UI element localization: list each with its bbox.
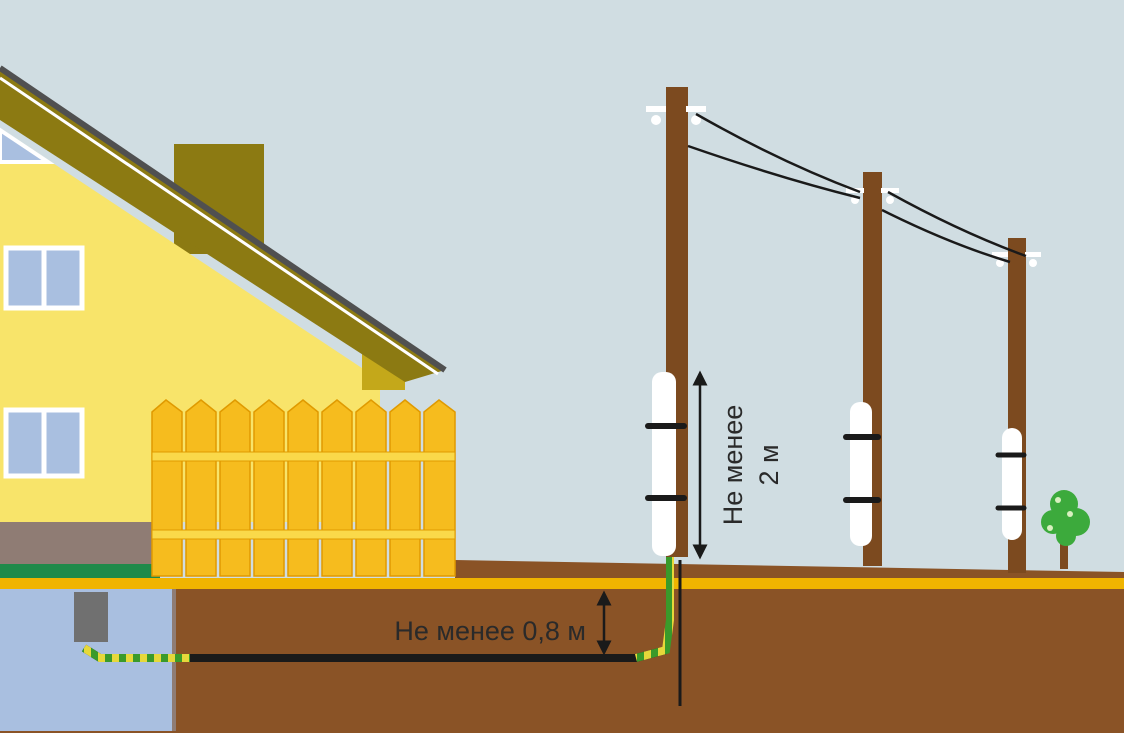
tree-icon — [1041, 490, 1090, 569]
overhead-wires — [687, 112, 1027, 264]
pole-height-label-line1: Не менее — [718, 405, 748, 526]
ground-line — [0, 578, 1124, 589]
trench-depth-label: Не менее 0,8 м — [394, 616, 586, 646]
pole-height-label-line2: 2 м — [754, 444, 784, 485]
blind-area — [0, 564, 160, 578]
pole-1-protective-pipe — [652, 372, 676, 556]
roof-edge — [0, 65, 447, 373]
house-wall — [0, 128, 380, 522]
house-icon — [0, 65, 447, 578]
foundation — [0, 522, 160, 564]
pole-3-protective-pipe — [1002, 428, 1022, 540]
window-upper — [3, 245, 85, 311]
cable-sheath-house — [81, 644, 190, 662]
pole-2-protective-pipe — [850, 402, 872, 546]
cable-entry-box — [74, 592, 108, 642]
window-lower — [3, 407, 85, 479]
roof-trim — [0, 76, 439, 376]
attic-window — [0, 127, 55, 164]
power-pole-icon — [843, 172, 899, 566]
ground-surface — [455, 560, 1124, 580]
power-pole-icon — [645, 87, 706, 706]
fence-icon — [151, 399, 456, 577]
power-pole-icon — [992, 238, 1041, 573]
